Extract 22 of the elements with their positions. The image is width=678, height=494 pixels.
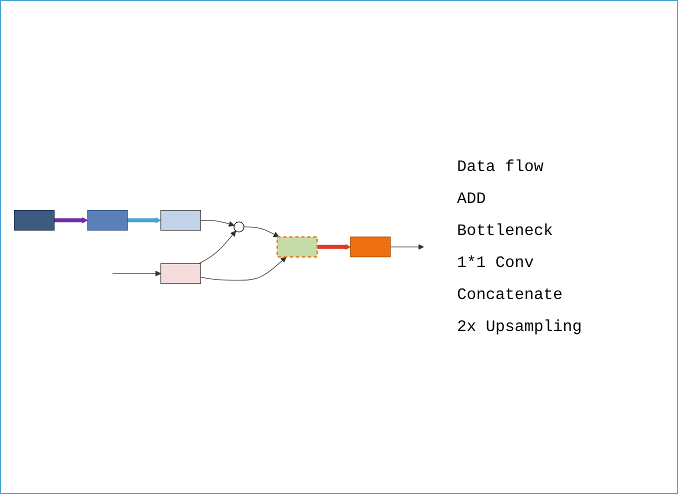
arrow bbox=[54, 217, 88, 224]
legend-label: Bottleneck bbox=[457, 222, 554, 240]
legend-label: 1*1 Conv bbox=[457, 254, 534, 272]
arrow bbox=[200, 220, 234, 227]
node-circle bbox=[234, 222, 244, 232]
node-box bbox=[160, 210, 202, 231]
arrow bbox=[390, 244, 424, 250]
legend-label: ADD bbox=[457, 190, 486, 208]
node-box bbox=[276, 236, 318, 258]
legend-label: 2x Upsampling bbox=[457, 318, 582, 336]
arrow bbox=[317, 244, 351, 250]
node-box bbox=[160, 263, 202, 284]
legend-label: Data flow bbox=[457, 158, 544, 176]
node-bar bbox=[14, 210, 55, 231]
node-box bbox=[350, 236, 391, 258]
arrow bbox=[198, 230, 236, 264]
legend-label: Concatenate bbox=[457, 286, 563, 304]
node-box bbox=[87, 210, 128, 231]
arrow bbox=[244, 226, 280, 238]
arrow bbox=[200, 256, 286, 281]
arrow bbox=[112, 270, 162, 277]
arrow bbox=[128, 217, 162, 224]
